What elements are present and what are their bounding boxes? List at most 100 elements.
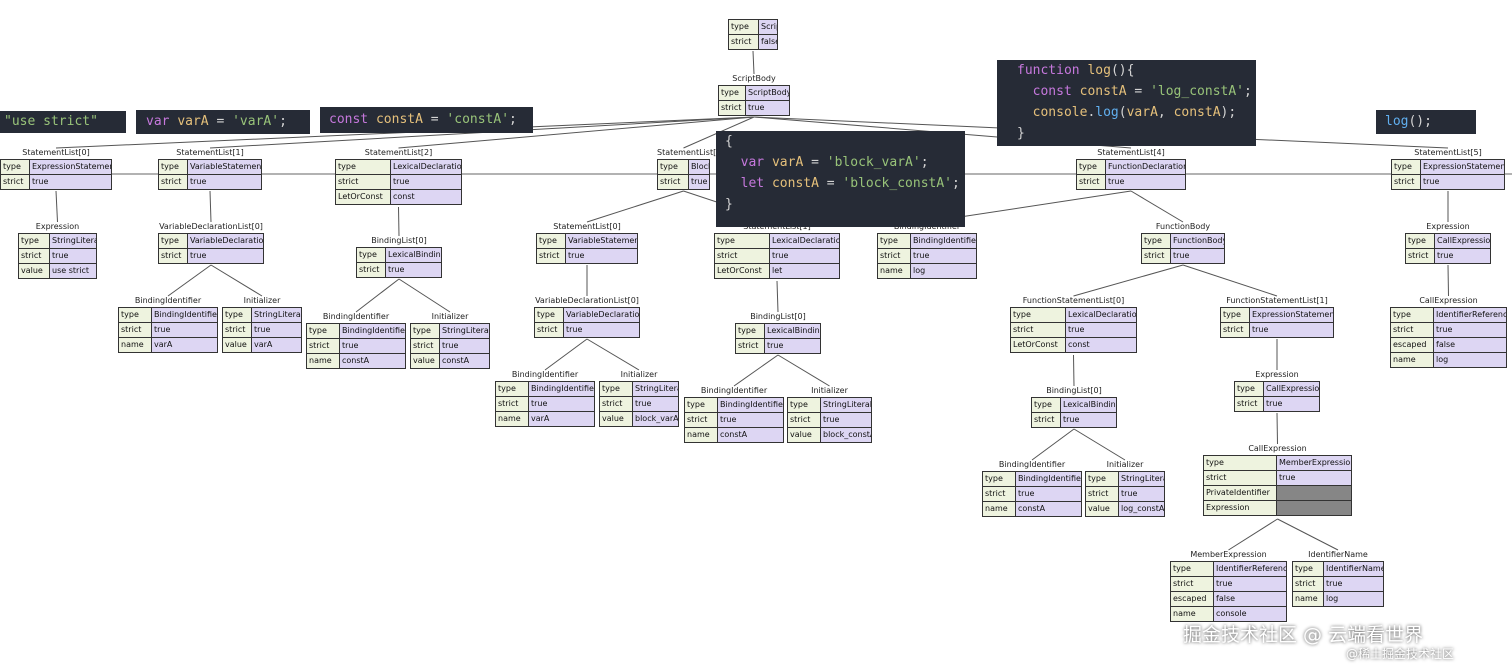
- node-key: type: [1292, 561, 1324, 577]
- node-value: const: [1065, 337, 1137, 353]
- edge-f_call-f_idn: [1277, 518, 1339, 551]
- node-key: strict: [1170, 576, 1214, 592]
- code-line: console.log(varA, constA);: [1017, 102, 1256, 123]
- node-key: type: [1170, 561, 1214, 577]
- edge-f_bl-f_bi2: [1031, 428, 1075, 461]
- code-token: =: [803, 155, 827, 170]
- node-key: name: [877, 263, 911, 279]
- code-token: constA: [1173, 105, 1221, 120]
- node-title: CallExpression: [1419, 296, 1478, 305]
- code-token: log: [1095, 105, 1119, 120]
- node-value: [1276, 485, 1352, 501]
- node-key: name: [118, 337, 152, 353]
- node-value: constA: [717, 427, 784, 443]
- node-key: LetOrConst: [714, 263, 770, 279]
- node-value: true: [1105, 174, 1186, 190]
- node-key: value: [18, 263, 50, 279]
- node-value: varA: [251, 337, 302, 353]
- node-value: true: [1060, 412, 1117, 428]
- node-value: VariableDeclaration: [563, 307, 640, 323]
- node-key: type: [877, 233, 911, 249]
- node-value: CallExpression: [1263, 381, 1320, 397]
- code-token: varA: [1126, 105, 1158, 120]
- node-value: IdentifierReference: [1213, 561, 1287, 577]
- code-line: let constA = 'block_constA';: [725, 173, 965, 194]
- node-value: true: [910, 248, 977, 264]
- code-token: "use strict": [4, 114, 98, 129]
- code-token: constA: [375, 112, 423, 127]
- node-key: strict: [536, 248, 566, 264]
- node-key: type: [657, 159, 689, 175]
- code-snippet-const-decl: const constA = 'constA';: [320, 107, 533, 133]
- node-key: type: [787, 397, 821, 413]
- code-token: (: [1118, 105, 1127, 120]
- watermark-sub: @稀土掘金技术社区: [1346, 647, 1455, 661]
- node-value: LexicalDeclaration: [1065, 307, 1137, 323]
- code-token: [1017, 84, 1033, 99]
- node-key: type: [1405, 233, 1435, 249]
- node-value: true: [1065, 322, 1137, 338]
- node-title: VariableDeclarationList[0]: [159, 222, 263, 231]
- node-value: varA: [528, 411, 595, 427]
- node-value: true: [1170, 248, 1225, 264]
- node-value: true: [1420, 174, 1505, 190]
- node-key: strict: [1390, 322, 1434, 338]
- node-row: typeBlock: [657, 159, 710, 175]
- code-token: ;: [279, 114, 287, 129]
- node-title: BindingIdentifier: [511, 370, 579, 379]
- node-title: StatementList[4]: [1097, 148, 1165, 157]
- node-value: CallExpression: [1434, 233, 1491, 249]
- node-table: typeScriptstrictfalse: [728, 19, 778, 50]
- code-token: ;: [509, 112, 517, 127]
- node-table: typeStringLiteralstricttruevalueblock_va…: [599, 381, 679, 427]
- node-key: strict: [1085, 486, 1119, 502]
- node-key: strict: [787, 412, 821, 428]
- node-table: typeBlockstricttrue: [657, 159, 710, 190]
- code-token: {: [725, 134, 733, 149]
- edge-sl0-sl0_expr: [55, 190, 58, 223]
- code-line: {: [725, 131, 965, 152]
- node-value: VariableDeclaration: [187, 233, 264, 249]
- node-value: block_constA: [820, 427, 872, 443]
- node-value: ExpressionStatement: [29, 159, 112, 175]
- code-token: [1017, 105, 1033, 120]
- node-value: true: [764, 338, 821, 354]
- node-key: LetOrConst: [1010, 337, 1066, 353]
- node-key: type: [1010, 307, 1066, 323]
- node-key: strict: [1010, 322, 1066, 338]
- node-key: strict: [657, 174, 689, 190]
- node-title: ScriptBody: [732, 74, 776, 83]
- node-key: name: [306, 353, 340, 369]
- node-value: StringLiteral: [251, 307, 302, 323]
- edge-b_bl-b_init2: [777, 354, 830, 387]
- code-token: =: [208, 114, 233, 129]
